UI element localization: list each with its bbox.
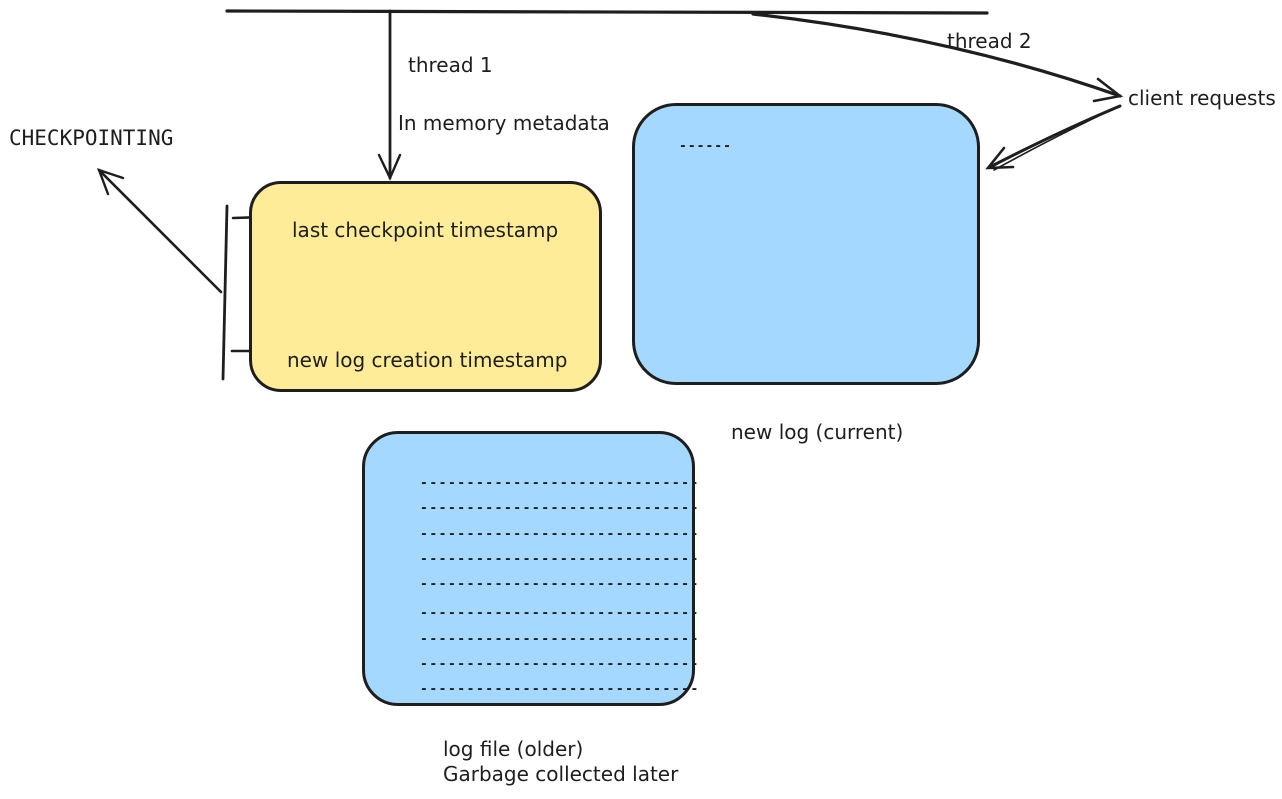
thread2-label[interactable]: thread 2 (947, 29, 1032, 53)
in-memory-metadata-label[interactable]: In memory metadata (398, 111, 610, 135)
log-line: ------------------------------ (420, 476, 700, 491)
timeline-line[interactable] (225, 9, 989, 15)
thread2-arrow[interactable] (751, 12, 1124, 103)
log-line: ------------------------------ (420, 682, 700, 698)
thread1-arrow[interactable] (377, 9, 402, 181)
metadata-box[interactable]: last checkpoint timestamp new log creati… (249, 181, 602, 392)
old-log-caption-line2: Garbage collected later (443, 762, 679, 786)
log-line: ------------------------------ (420, 501, 700, 517)
log-line: ------------------------------ (420, 551, 700, 567)
checkpointing-label[interactable]: CHECKPOINTING (9, 126, 174, 150)
log-line: ------------------------------ (420, 606, 700, 622)
new-log-current-label[interactable]: new log (current) (731, 420, 904, 444)
client-requests-label[interactable]: client requests (1128, 86, 1276, 110)
last-checkpoint-timestamp-field[interactable]: last checkpoint timestamp (292, 218, 559, 242)
log-line: ------------------------------ (420, 526, 700, 542)
old-log-lines: ------------------------------ ---------… (420, 471, 700, 703)
new-log-box[interactable]: ------ (632, 103, 980, 385)
log-line: ------------------------------ (420, 631, 700, 647)
thread1-label[interactable]: thread 1 (408, 53, 493, 77)
new-log-entry-dashes: ------ (679, 139, 732, 154)
new-log-creation-timestamp-field[interactable]: new log creation timestamp (287, 348, 568, 372)
old-log-caption-line1: log file (older) (443, 737, 584, 761)
client-to-newlog-arrow[interactable] (985, 104, 1122, 171)
old-log-caption[interactable]: log file (older) Garbage collected later (443, 737, 678, 787)
old-log-box[interactable]: ------------------------------ ---------… (362, 431, 698, 706)
log-line: ------------------------------ (420, 657, 700, 673)
log-line: ------------------------------ (420, 577, 700, 593)
checkpointing-arrow[interactable] (96, 168, 223, 294)
